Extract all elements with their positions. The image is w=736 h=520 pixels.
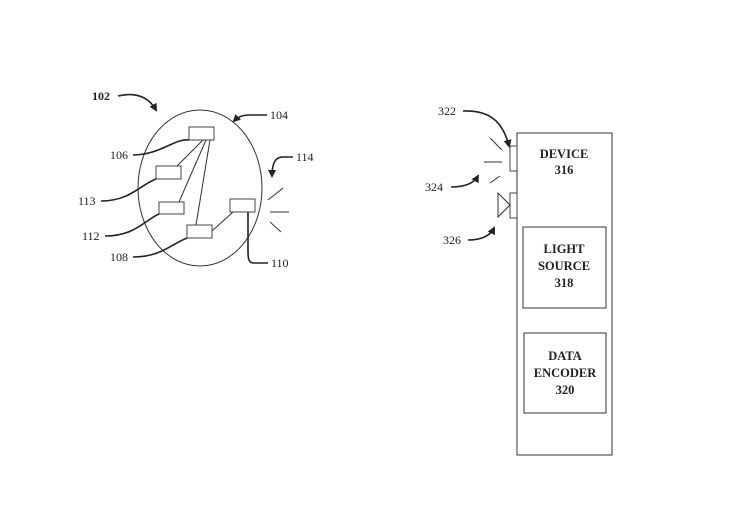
data-encoder-320-block <box>523 332 607 414</box>
label-324: 324 <box>425 180 443 194</box>
label-112: 112 <box>82 229 100 243</box>
lead-110 <box>247 212 268 264</box>
lead-106 <box>132 139 190 156</box>
data-encoder-ref: 320 <box>556 383 575 397</box>
light-source-line1: LIGHT <box>544 242 586 256</box>
label-114: 114 <box>296 150 314 164</box>
arrow-326 <box>467 226 495 241</box>
label-322: 322 <box>438 104 456 118</box>
data-encoder-line1: DATA <box>548 349 582 363</box>
device-316-outline <box>516 132 613 456</box>
sensor-triangle-icon <box>497 191 511 219</box>
label-326: 326 <box>443 233 461 247</box>
network-figure: 102 104 106 113 112 108 110 <box>78 89 314 270</box>
light-emission-icon <box>267 187 289 233</box>
light-source-318-block <box>522 226 607 309</box>
lead-113 <box>100 178 157 202</box>
label-110: 110 <box>271 256 289 270</box>
light-source-ref: 318 <box>555 276 574 290</box>
node-106-box <box>188 126 215 141</box>
device-figure: DEVICE 316 322 324 326 LIGHT SOURCE 318 … <box>425 104 613 456</box>
arrow-324 <box>450 174 479 188</box>
node-110-box <box>229 198 256 213</box>
link-108-110 <box>211 211 234 232</box>
label-102: 102 <box>92 89 110 103</box>
label-104: 104 <box>270 108 288 122</box>
node-113-box <box>155 165 182 180</box>
light-rays-icon <box>484 137 503 184</box>
node-112-box <box>158 201 185 215</box>
node-108-box <box>186 224 213 239</box>
lead-108 <box>132 237 188 258</box>
device-ref: 316 <box>555 163 574 177</box>
arrow-322 <box>462 110 512 148</box>
link-106-113 <box>176 139 204 167</box>
arrow-114 <box>268 156 293 178</box>
data-encoder-line2: ENCODER <box>534 366 597 380</box>
emitter-322-tab <box>509 145 518 172</box>
link-106-108 <box>195 139 211 226</box>
label-108: 108 <box>110 250 128 264</box>
link-106-112 <box>178 139 207 203</box>
arrow-102 <box>117 93 157 112</box>
arrow-104 <box>232 113 267 123</box>
lead-112 <box>104 213 160 237</box>
device-name: DEVICE <box>540 147 589 161</box>
label-106: 106 <box>110 148 128 162</box>
sensor-326-tab <box>509 192 518 219</box>
light-source-line2: SOURCE <box>538 259 590 273</box>
label-113: 113 <box>78 194 96 208</box>
network-boundary-ellipse <box>137 109 263 267</box>
